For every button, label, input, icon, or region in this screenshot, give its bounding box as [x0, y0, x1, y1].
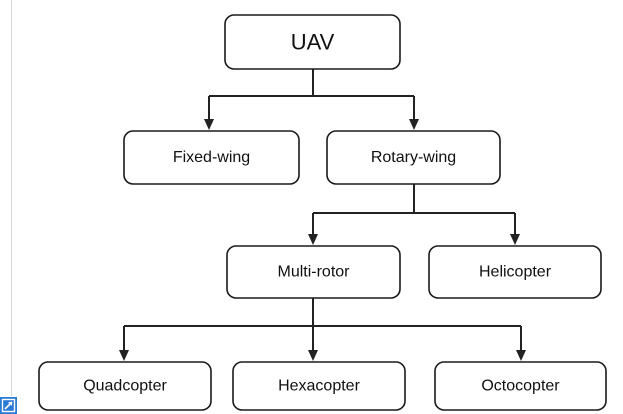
arrowhead-octocopter [516, 350, 526, 361]
node-rotary-wing: Rotary-wing [326, 130, 501, 185]
arrowhead-fixed-wing [204, 119, 214, 130]
node-uav-label: UAV [291, 30, 335, 55]
connectors [123, 69, 522, 353]
arrowhead-quadcopter [119, 350, 129, 361]
node-multi-rotor: Multi-rotor [226, 245, 401, 299]
node-helicopter: Helicopter [428, 245, 602, 299]
node-hexacopter: Hexacopter [232, 361, 406, 411]
left-border-line [11, 0, 12, 396]
arrowheads [119, 119, 526, 361]
node-quadcopter-label: Quadcopter [83, 378, 167, 395]
arrowhead-rotary-wing [409, 119, 419, 130]
node-quadcopter: Quadcopter [38, 361, 212, 411]
arrowhead-multi-rotor [308, 234, 318, 245]
node-multi-rotor-label: Multi-rotor [277, 264, 350, 281]
node-fixed-wing: Fixed-wing [123, 130, 300, 185]
node-helicopter-label: Helicopter [479, 264, 552, 281]
node-octocopter-label: Octocopter [481, 378, 560, 395]
node-rotary-wing-label: Rotary-wing [371, 149, 456, 166]
node-hexacopter-label: Hexacopter [278, 378, 360, 395]
node-fixed-wing-label: Fixed-wing [173, 149, 250, 166]
arrowhead-helicopter [510, 234, 520, 245]
node-uav: UAV [224, 14, 401, 70]
expand-icon[interactable] [0, 397, 17, 414]
node-octocopter: Octocopter [434, 361, 607, 411]
arrowhead-hexacopter [308, 350, 318, 361]
